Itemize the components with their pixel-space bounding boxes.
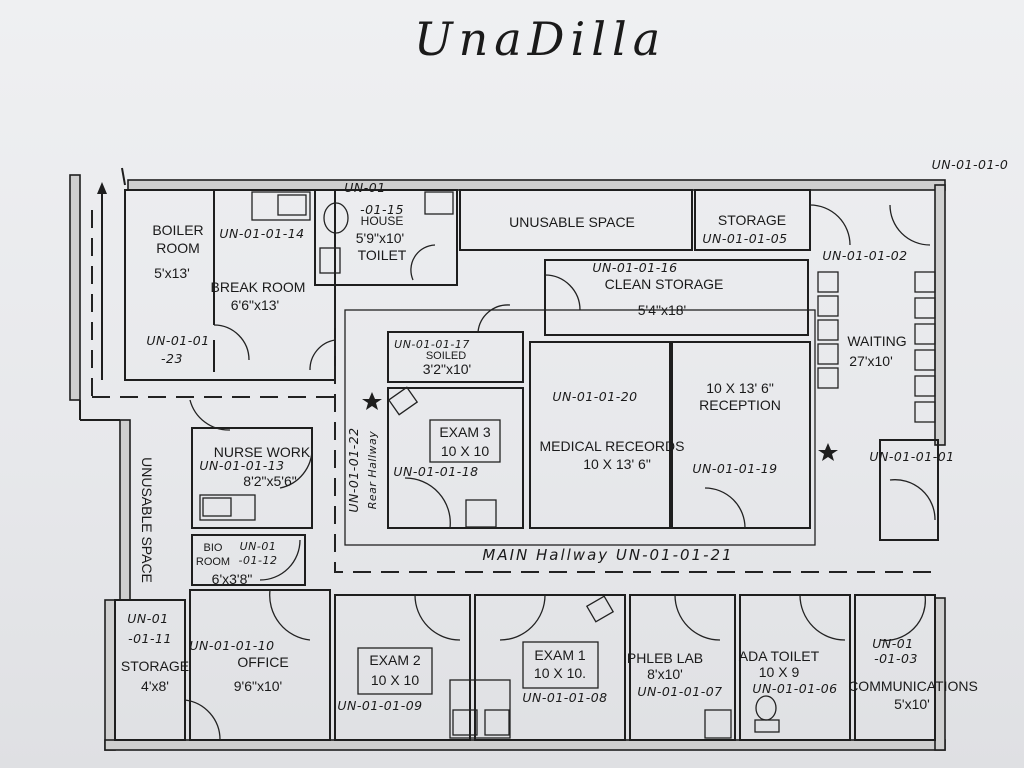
storage-left-id: -01-11 — [128, 631, 172, 646]
medical-records-size: 10 X 13' 6" — [583, 456, 651, 472]
medical-records-label: MEDICAL RECEORDS — [540, 438, 685, 454]
clean-storage-id: UN-01-01-16 — [592, 260, 677, 275]
entry-id: UN-01-01-02 — [822, 248, 907, 263]
medical-records-id: UN-01-01-20 — [552, 389, 637, 404]
star-marker-icon — [362, 392, 838, 461]
rear-hallway-label: Rear Hallway — [366, 431, 379, 510]
nurse-work-size: 8'2"x5'6" — [243, 473, 296, 489]
bio-room-id: -01-12 — [239, 554, 278, 567]
exit-arrow-icon — [97, 167, 126, 380]
bio-room-label: BIO — [204, 542, 223, 554]
bio-room-size: 6'x3'8" — [212, 571, 253, 587]
toilet-icon — [323, 202, 780, 733]
phleb-lab-label: PHLEB LAB — [627, 650, 703, 666]
storage-left-size: 4'x8' — [141, 678, 169, 694]
ada-toilet-id: UN-01-01-06 — [752, 681, 837, 696]
exam-3-size: 10 X 10 — [441, 443, 489, 459]
main-hallway-label: MAIN Hallway UN-01-01-21 — [482, 546, 733, 564]
communications-id: -01-03 — [874, 651, 918, 666]
phleb-lab-size: 8'x10' — [647, 666, 683, 682]
office-id: UN-01-01-10 — [189, 638, 274, 653]
exam-2-label: EXAM 2 — [369, 652, 421, 668]
ada-toilet-size: 10 X 9 — [759, 664, 800, 680]
break-room-label: BREAK ROOM — [211, 279, 306, 295]
rear-hallway-id: UN-01-01-22 — [346, 427, 361, 512]
interior-walls — [114, 189, 939, 741]
nurse-work-id: UN-01-01-13 — [199, 458, 284, 473]
toilet-size: 5'9"x10' — [356, 230, 404, 246]
toilet-label: HOUSE — [361, 214, 404, 228]
toilet-id: UN-01 — [344, 180, 385, 195]
boiler-room-id: -23 — [161, 351, 183, 366]
reception-size: 10 X 13' 6" — [706, 380, 774, 396]
exam-2-size: 10 X 10 — [371, 672, 419, 688]
soiled-id: UN-01-01-17 — [394, 338, 470, 351]
communications-size: 5'x10' — [894, 696, 930, 712]
clean-storage-label: CLEAN STORAGE — [605, 276, 724, 292]
toilet-label: TOILET — [358, 247, 407, 263]
storage-left-label: STORAGE — [121, 658, 189, 674]
door-swing-icon — [184, 204, 936, 741]
boiler-room-id: UN-01-01 — [146, 333, 209, 348]
reception-label: RECEPTION — [699, 397, 781, 413]
ada-toilet-label: ADA TOILET — [739, 648, 820, 664]
storage-left-id: UN-01 — [127, 611, 168, 626]
phleb-lab-id: UN-01-01-07 — [637, 684, 722, 699]
exam-3-label: EXAM 3 — [439, 424, 491, 440]
storage-id: UN-01-01-05 — [702, 231, 787, 246]
waiting-size: 27'x10' — [849, 353, 893, 369]
break-room-id: UN-01-01-14 — [219, 226, 304, 241]
boiler-room-label: ROOM — [156, 240, 200, 256]
exam-1-label: EXAM 1 — [534, 647, 586, 663]
office-size: 9'6"x10' — [234, 678, 282, 694]
plan-title: UnaDilla — [414, 12, 666, 66]
corner-id: UN-01-01-0 — [932, 157, 1009, 172]
bio-room-id: UN-01 — [240, 540, 277, 553]
boiler-room-label: BOILER — [152, 222, 203, 238]
exam-2-id: UN-01-01-09 — [337, 698, 422, 713]
entrance-id: UN-01-01-01 — [869, 449, 954, 464]
boiler-room-size: 5'x13' — [154, 265, 190, 281]
bio-room-label: ROOM — [196, 556, 230, 568]
soiled-label: SOILED — [426, 350, 466, 362]
unusable-space-label: UNUSABLE SPACE — [509, 214, 635, 230]
unusable-space-left-label: UNUSABLE SPACE — [139, 457, 155, 583]
storage-label: STORAGE — [718, 212, 786, 228]
chair-icon — [817, 271, 936, 423]
communications-label: COMMUNICATIONS — [848, 678, 978, 694]
reception-id: UN-01-01-19 — [692, 461, 777, 476]
exam-1-size: 10 X 10. — [534, 665, 586, 681]
exam-3-id: UN-01-01-18 — [393, 464, 478, 479]
soiled-size: 3'2"x10' — [423, 361, 471, 377]
sink-icon — [199, 191, 732, 739]
room-labels: BOILER ROOM 5'x13' UN-01-01 -23 BREAK RO… — [121, 157, 1009, 713]
communications-id: UN-01 — [872, 636, 913, 651]
desk-chair-icon — [387, 386, 615, 623]
clean-storage-size: 5'4"x18' — [638, 302, 686, 318]
exterior-walls — [69, 174, 946, 751]
nurse-work-label: NURSE WORK — [214, 444, 311, 460]
toilet-id: -01-15 — [360, 202, 404, 217]
break-room-size: 6'6"x13' — [231, 297, 279, 313]
exam-room-boxes — [357, 419, 599, 695]
hallway-lines — [91, 210, 935, 573]
office-label: OFFICE — [237, 654, 288, 670]
waiting-label: WAITING — [847, 333, 906, 349]
exam-1-id: UN-01-01-08 — [522, 690, 607, 705]
